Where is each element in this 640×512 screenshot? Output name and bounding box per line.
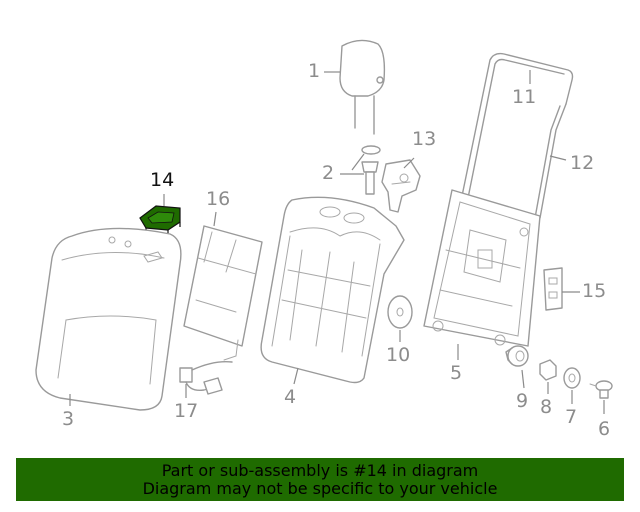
callout-10[interactable]: 10 bbox=[386, 344, 411, 366]
part-12-wire[interactable] bbox=[534, 103, 567, 219]
part-3-cover[interactable] bbox=[35, 227, 182, 411]
disclaimer-banner: Part or sub-assembly is #14 in diagram D… bbox=[16, 458, 624, 501]
callout-2[interactable]: 2 bbox=[322, 162, 335, 184]
parts-diagram bbox=[35, 39, 613, 414]
part-15-bracket[interactable] bbox=[543, 267, 563, 311]
part-2-guide[interactable] bbox=[361, 145, 381, 195]
part-16-pad[interactable] bbox=[183, 225, 263, 361]
callout-14-highlighted[interactable]: 14 bbox=[150, 169, 175, 191]
callout-5[interactable]: 5 bbox=[450, 362, 463, 384]
callout-9[interactable]: 9 bbox=[516, 390, 529, 412]
callout-6[interactable]: 6 bbox=[598, 418, 611, 440]
callout-13[interactable]: 13 bbox=[412, 128, 437, 150]
part-7-washer[interactable] bbox=[563, 367, 581, 389]
callout-1[interactable]: 1 bbox=[308, 60, 321, 82]
disclaimer-line-1: Part or sub-assembly is #14 in diagram bbox=[161, 460, 479, 480]
callout-4[interactable]: 4 bbox=[284, 386, 297, 408]
callout-11[interactable]: 11 bbox=[512, 86, 537, 108]
callout-12[interactable]: 12 bbox=[570, 152, 595, 174]
part-13-latch[interactable] bbox=[381, 159, 421, 213]
callout-3[interactable]: 3 bbox=[62, 408, 75, 430]
part-4-foam[interactable] bbox=[260, 196, 405, 384]
part-14-bracket-highlighted[interactable] bbox=[139, 205, 181, 234]
part-10-grommet[interactable] bbox=[387, 295, 413, 329]
part-6-bolt[interactable] bbox=[589, 380, 613, 399]
part-5-frame[interactable] bbox=[423, 189, 541, 347]
callout-16[interactable]: 16 bbox=[206, 188, 231, 210]
leader-lines bbox=[69, 70, 605, 414]
disclaimer-line-2: Diagram may not be specific to your vehi… bbox=[142, 478, 498, 498]
part-1-headrest[interactable] bbox=[339, 39, 386, 135]
part-8-nut[interactable] bbox=[539, 359, 557, 381]
callout-15[interactable]: 15 bbox=[582, 280, 607, 302]
part-9-bushing[interactable] bbox=[505, 345, 529, 367]
callout-17[interactable]: 17 bbox=[174, 400, 199, 422]
callout-7[interactable]: 7 bbox=[565, 406, 578, 428]
part-17-harness[interactable] bbox=[179, 360, 233, 395]
callout-8[interactable]: 8 bbox=[540, 396, 553, 418]
part-11-rod[interactable] bbox=[461, 52, 574, 199]
